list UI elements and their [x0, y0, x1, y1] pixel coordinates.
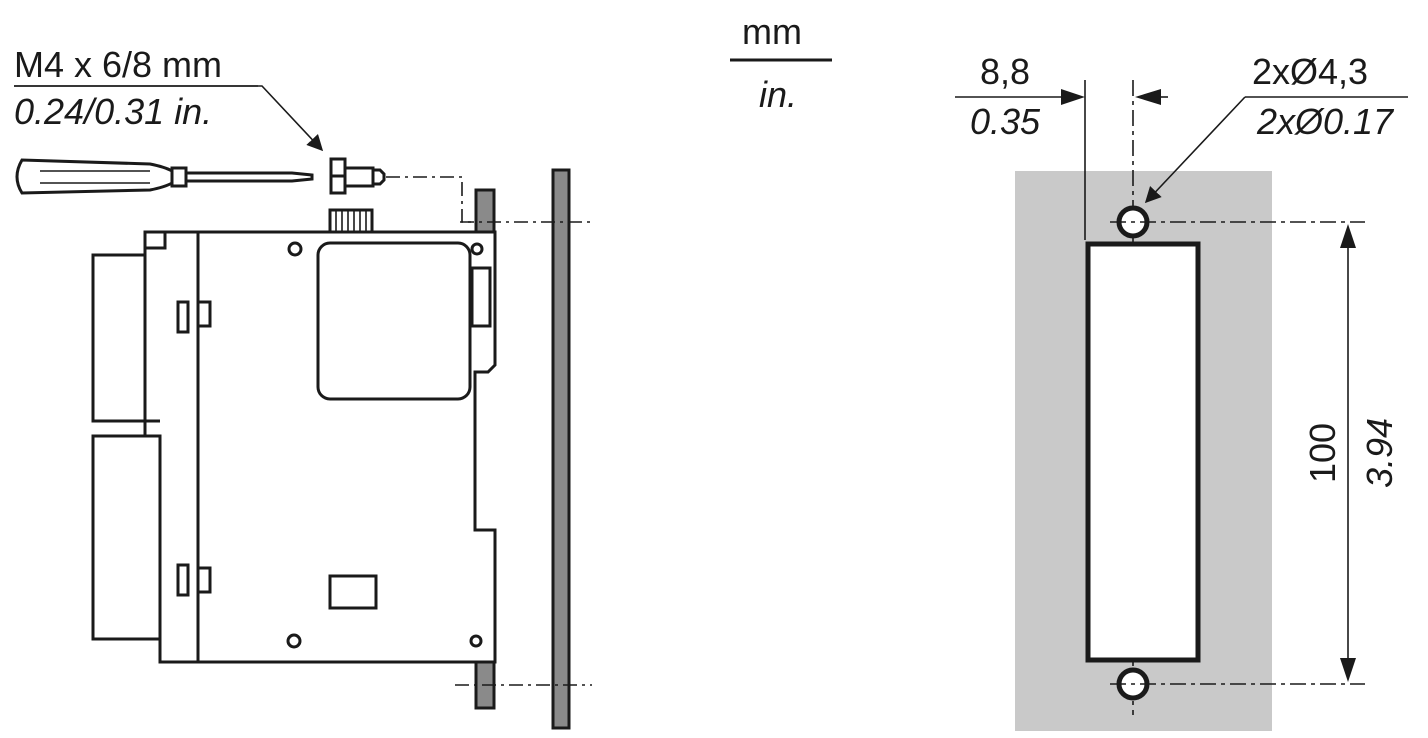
offset-imperial: 0.35	[970, 101, 1041, 142]
screw-path-line	[386, 176, 476, 223]
hole-icon	[287, 241, 303, 257]
latch-upper-right	[196, 300, 212, 328]
unit-imperial: in.	[759, 74, 797, 115]
hole-icon	[470, 242, 484, 256]
offset-arrow-right-icon	[1061, 89, 1085, 105]
latch-lower-right	[196, 566, 212, 594]
offset-arrow-left-icon	[1135, 89, 1161, 105]
spacing-metric: 100	[1302, 423, 1343, 483]
screw-spec-imperial: 0.24/0.31 in.	[14, 91, 212, 132]
latch-lower-left	[176, 563, 190, 597]
hole-icon	[469, 634, 483, 648]
module-side-view: M4 x 6/8 mm 0.24/0.31 in.	[14, 44, 592, 730]
spacing-arrow-down-icon	[1340, 658, 1356, 682]
screw-leader-line	[14, 85, 324, 152]
corner-tab	[143, 230, 167, 250]
screw-icon	[329, 157, 386, 195]
latch-upper-left	[176, 300, 190, 334]
screwdriver-icon	[15, 158, 314, 195]
display-window	[316, 241, 472, 401]
knob-grip	[335, 210, 367, 232]
unit-metric: mm	[742, 11, 802, 52]
wall-panel	[551, 168, 571, 730]
side-slot	[470, 266, 492, 328]
cutout-template: 8,8 0.35 2xØ4,3 2xØ0.17 100 3.94	[955, 51, 1408, 731]
screw-spec-metric: M4 x 6/8 mm	[14, 44, 222, 85]
label-window	[328, 574, 378, 610]
offset-metric: 8,8	[980, 51, 1030, 92]
lower-connector-block	[91, 434, 162, 641]
hole-icon	[286, 633, 302, 649]
spacing-arrow-up-icon	[1340, 224, 1356, 248]
hole-spec-imperial: 2xØ0.17	[1256, 101, 1395, 142]
hole-leader-line	[1144, 96, 1246, 204]
cutout-rectangle	[1085, 241, 1201, 663]
hole-spec-metric: 2xØ4,3	[1252, 51, 1368, 92]
spacing-imperial: 3.94	[1359, 418, 1400, 488]
units-legend: mm in.	[730, 11, 832, 115]
upper-mount-plate	[474, 188, 496, 234]
